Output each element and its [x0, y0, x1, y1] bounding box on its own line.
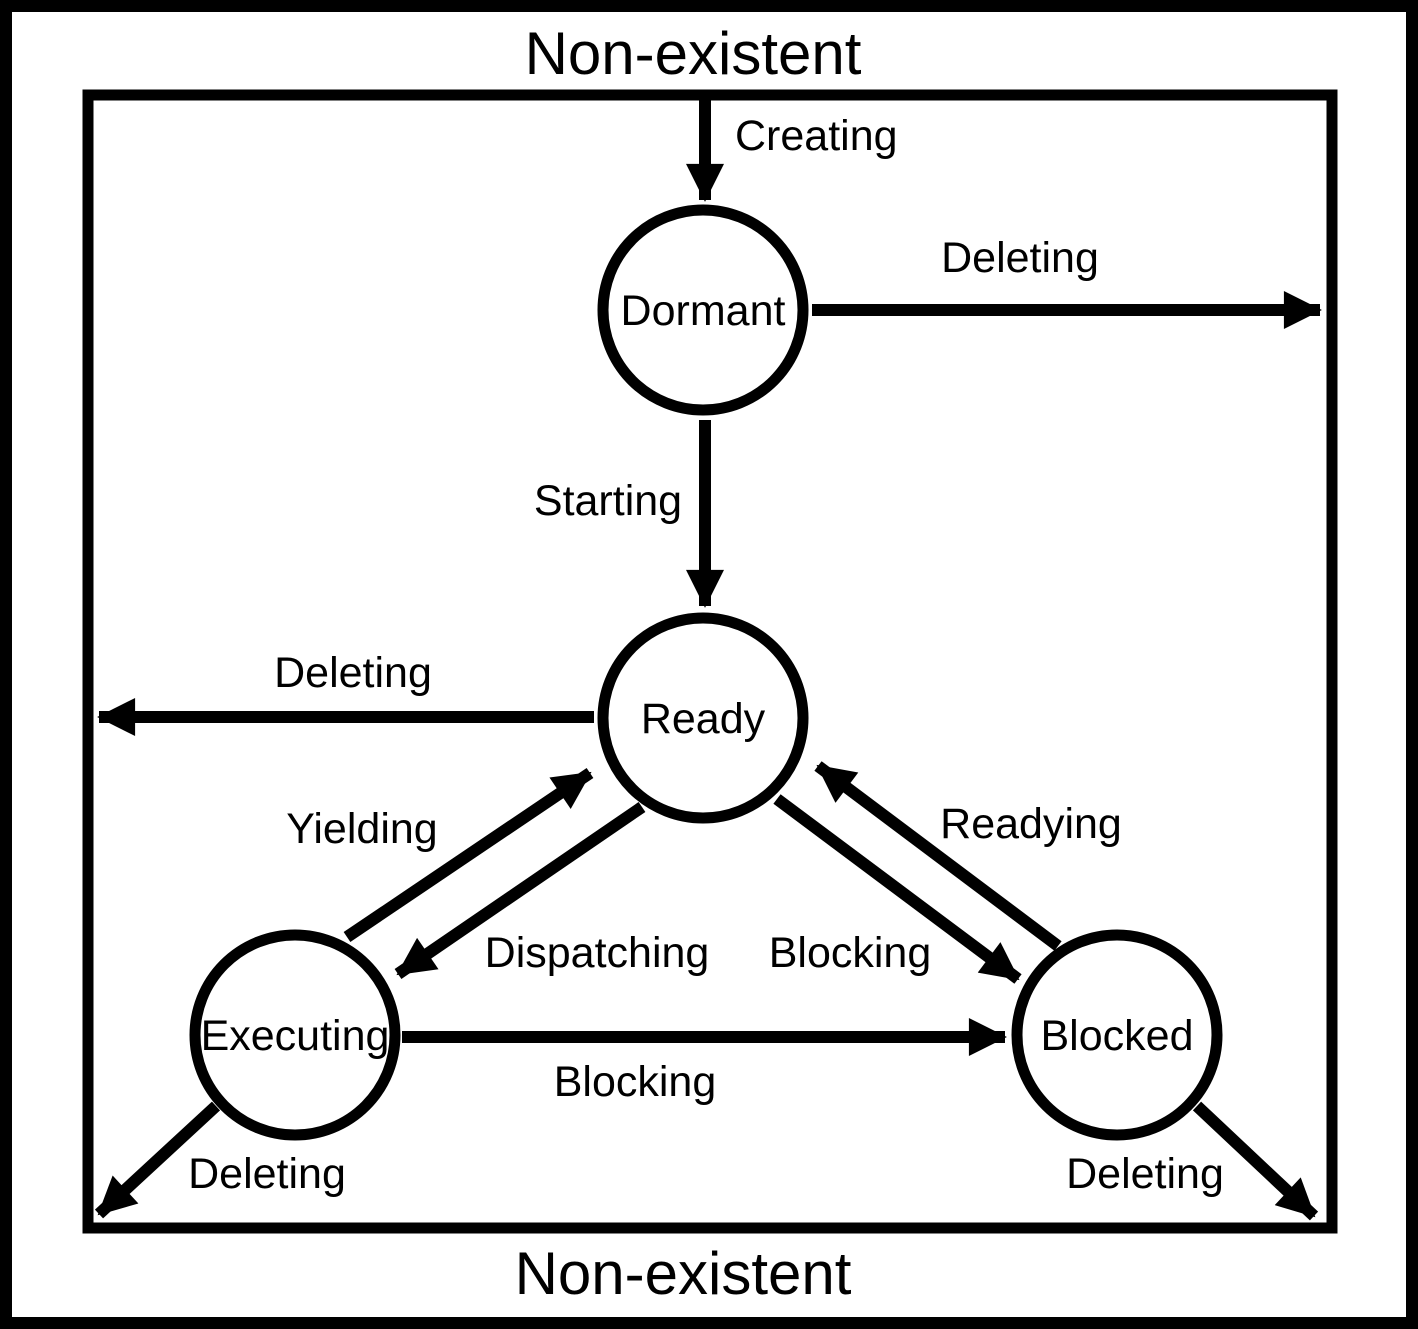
transition-blocking-ready-label: Blocking	[769, 929, 932, 977]
transition-deleting-blocked-label: Deleting	[1066, 1150, 1224, 1198]
state-dormant-label: Dormant	[621, 287, 786, 335]
transition-dispatching-label: Dispatching	[485, 929, 710, 977]
non-existent-label-bottom: Non-existent	[515, 1240, 852, 1307]
state-executing-circle	[189, 929, 401, 1141]
transition-yielding-label: Yielding	[286, 805, 437, 853]
transition-readying-label: Readying	[940, 800, 1122, 848]
state-ready-label: Ready	[641, 695, 766, 743]
transition-deleting-executing-arrow	[94, 1101, 221, 1219]
transition-dispatching-arrow	[394, 802, 646, 979]
transition-deleting-executing-label: Deleting	[188, 1150, 346, 1198]
state-ready-circle	[597, 612, 809, 824]
transition-deleting-ready-label: Deleting	[274, 649, 432, 697]
transition-starting-label: Starting	[534, 477, 682, 525]
inner-boundary	[82, 89, 1338, 1234]
transition-readying-arrow	[814, 761, 1062, 951]
transition-deleting-dormant-label: Deleting	[941, 234, 1099, 282]
state-blocked-circle	[1011, 929, 1223, 1141]
transition-creating-label: Creating	[735, 112, 898, 160]
state-blocked-label: Blocked	[1041, 1012, 1194, 1060]
transition-blocking-ready-arrow	[773, 794, 1022, 984]
non-existent-label-top: Non-existent	[525, 20, 862, 87]
state-executing-label: Executing	[201, 1012, 390, 1060]
transition-blocking-executing-label: Blocking	[554, 1058, 717, 1106]
transition-yielding-arrow	[343, 768, 594, 942]
transition-deleting-blocked-arrow	[1192, 1101, 1319, 1221]
state-dormant-circle	[597, 204, 809, 416]
